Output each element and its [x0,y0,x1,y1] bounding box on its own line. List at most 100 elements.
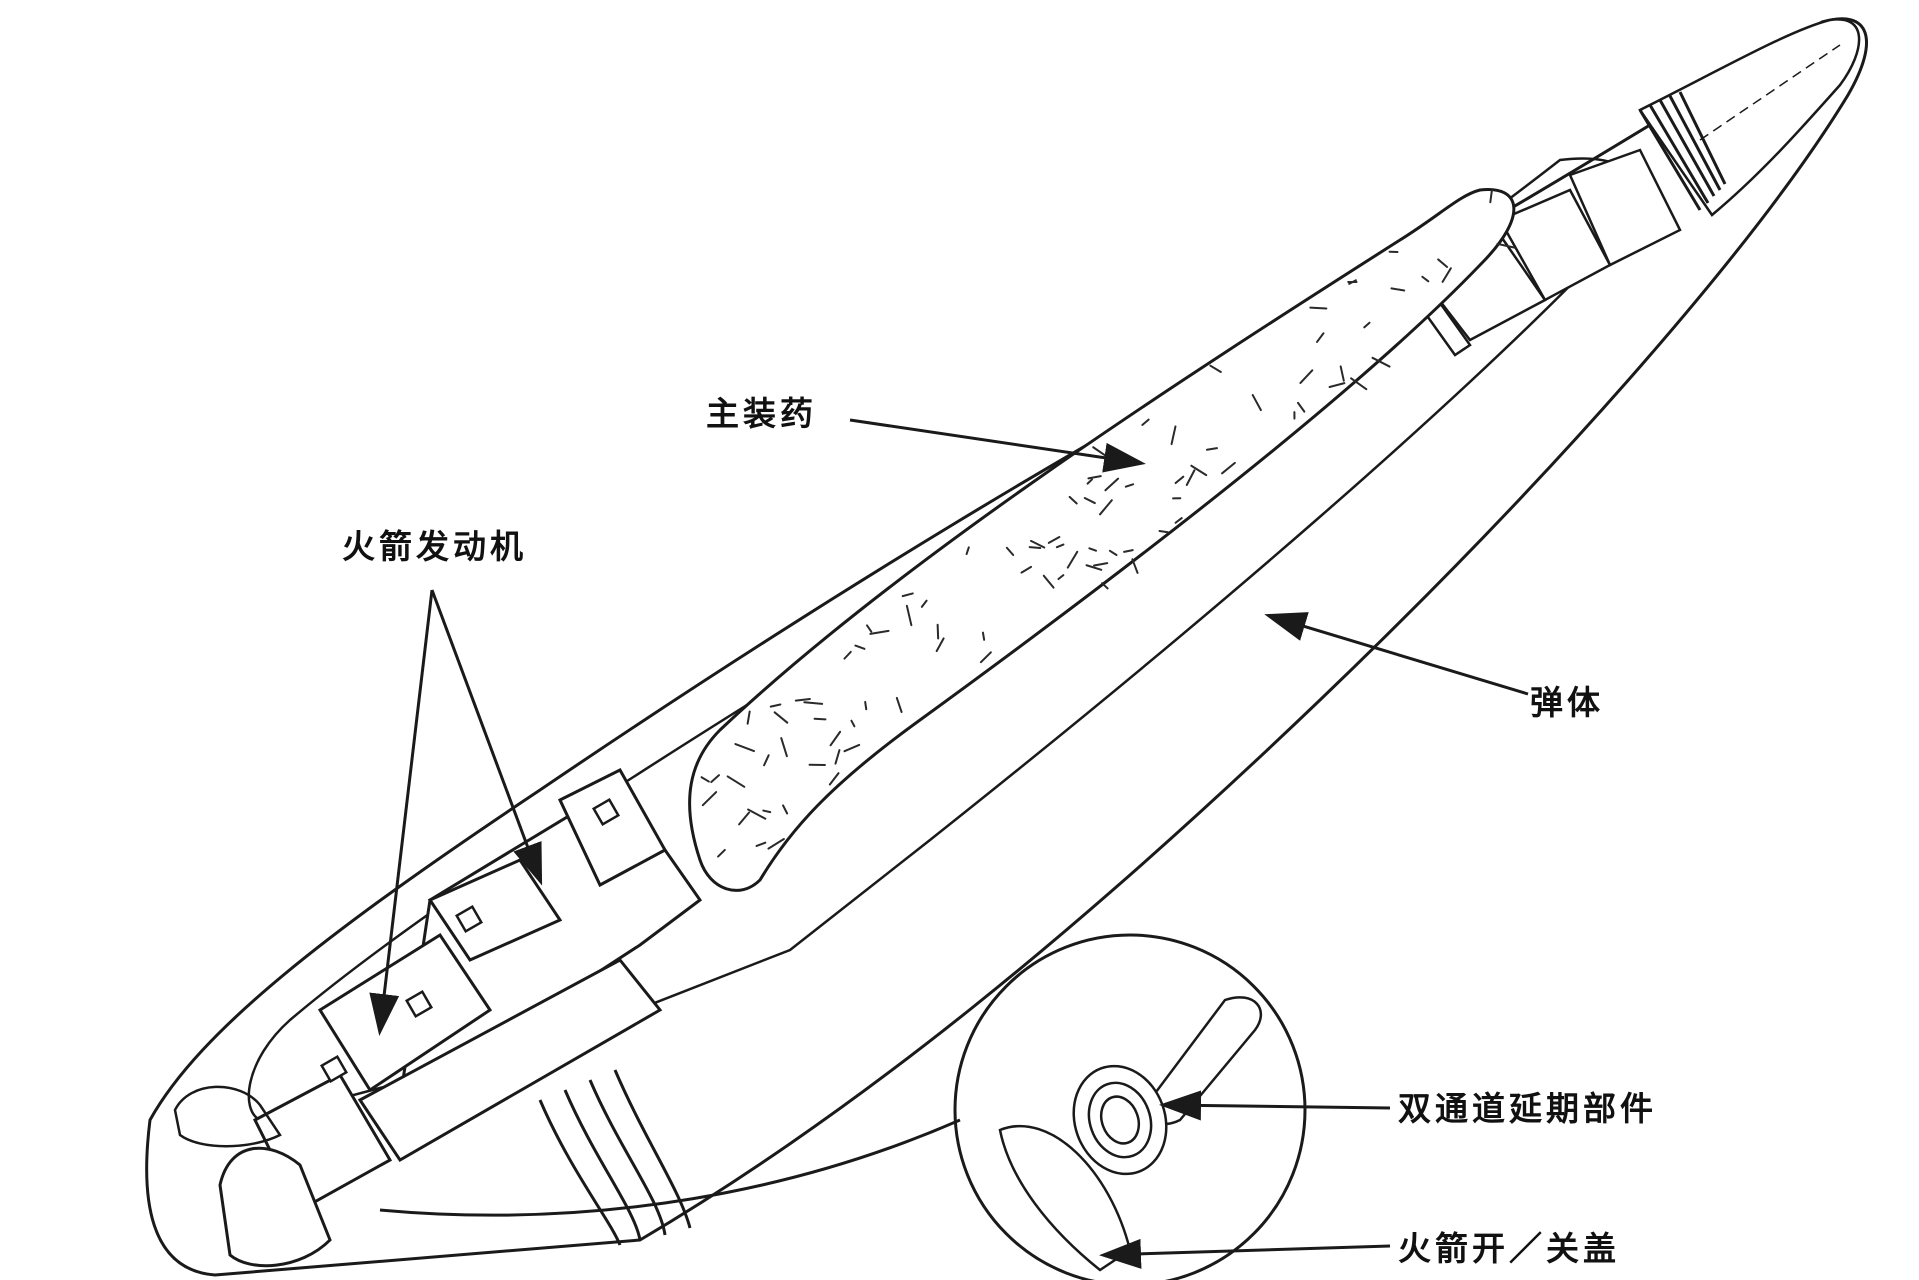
projectile-body-label: 弹体 [1530,683,1604,722]
charge-speckle [1141,418,1150,426]
charge-speckle [1086,478,1093,485]
rotating-bands [538,1069,692,1246]
base-slot [173,1085,282,1148]
charge-speckle [1055,543,1065,549]
charge-speckle [1390,287,1406,292]
charge-speckle [1496,242,1516,249]
main-charge-cavity [688,187,1516,892]
fuze-threads [1638,91,1727,211]
charge-speckle [1042,574,1055,589]
charge-speckle [905,604,913,627]
charge-speckle [866,624,873,633]
charge-speckle [734,743,756,753]
nose-axis-line [1699,44,1841,141]
charge-speckle [1104,477,1120,492]
rocket-motor-arrow-right [430,589,543,886]
charge-speckle [717,848,726,858]
charge-speckle [1185,469,1196,486]
charge-speckle [1087,475,1102,480]
charge-speckle [834,749,841,765]
charge-speckle [780,737,788,758]
charge-speckle [1170,425,1177,446]
charge-speckle [1209,364,1222,374]
charge-speckle [1029,539,1046,549]
charge-speckle [1057,574,1065,581]
charge-speckle [1316,332,1325,343]
charge-speckle [1489,189,1493,204]
rocket-motor-arrow-left [369,589,434,1036]
main-charge-speckles [700,189,1516,858]
charge-speckle [1131,558,1139,574]
charge-speckle [726,775,746,788]
charge-speckle [1421,275,1430,283]
charge-speckle [1108,549,1118,557]
charge-speckle [1068,495,1078,505]
base-nozzle [218,1146,332,1268]
charge-speckle [850,719,856,728]
charge-speckle [738,811,751,826]
charge-speckle [813,717,827,721]
charge-speckle [1028,546,1042,549]
charge-speckle [1124,483,1135,488]
charge-speckle [767,838,785,850]
charge-speckle [1123,549,1134,553]
charge-speckle [1328,382,1346,388]
charge-speckle [1088,547,1098,552]
charge-speckle [1221,461,1236,475]
charge-speckle [843,743,861,753]
charge-speckle [936,623,940,640]
charge-speckle [854,644,866,650]
charge-speckle [747,808,767,820]
charge-speckle [1174,475,1185,485]
charge-speckle [1350,377,1368,391]
charge-speckle [700,776,710,783]
delay-arrow [1159,1090,1391,1121]
charge-speckle [1437,258,1449,268]
charge-speckle [1441,267,1452,283]
charge-speckle [864,700,868,711]
charge-speckle [869,629,890,635]
charge-speckle [901,592,914,598]
charge-speckle [1005,546,1015,557]
cover-arrow [1099,1238,1391,1269]
charge-speckle [803,701,824,705]
charge-speckle [1251,394,1262,412]
body-arrow [1264,612,1529,696]
charge-speckle [1083,496,1096,505]
charge-speckle [1093,562,1109,567]
charge-speckle [843,650,852,660]
rocket-cover-label: 火箭开／关盖 [1398,1229,1620,1268]
charge-speckle [828,772,840,786]
nose-cone [1638,18,1861,217]
charge-speckle [701,791,718,807]
rocket-motor-assembly [253,768,703,1213]
charge-speckle [1348,279,1357,285]
charge-speckle [763,754,770,767]
charge-speckle [710,774,721,784]
main-charge-label: 主装药 [706,394,817,433]
charge-speckle [1205,447,1218,451]
charge-speckle [1066,550,1079,569]
charge-speckle [1020,565,1033,574]
charge-speckle [769,703,782,708]
charge-speckle [746,710,751,725]
charge-speckle [782,804,789,815]
charge-speckle [755,841,767,847]
charge-speckle [1339,365,1345,382]
charge-speckle [1158,529,1169,534]
charge-speckle [935,637,945,653]
charge-speckle [829,730,842,747]
charge-speckle [1371,356,1391,368]
charge-speckle [1085,564,1103,571]
charge-speckle [1309,306,1328,310]
charge-speckle [1363,321,1371,329]
charge-speckle [1099,499,1113,516]
charge-speckle [1297,401,1306,413]
charge-speckle [794,697,811,702]
charge-speckle [1101,582,1109,590]
detail-connector-line [379,1118,961,1217]
charge-speckle [895,696,903,714]
fuze-booster [1403,148,1682,357]
charge-speckle [1299,369,1314,384]
